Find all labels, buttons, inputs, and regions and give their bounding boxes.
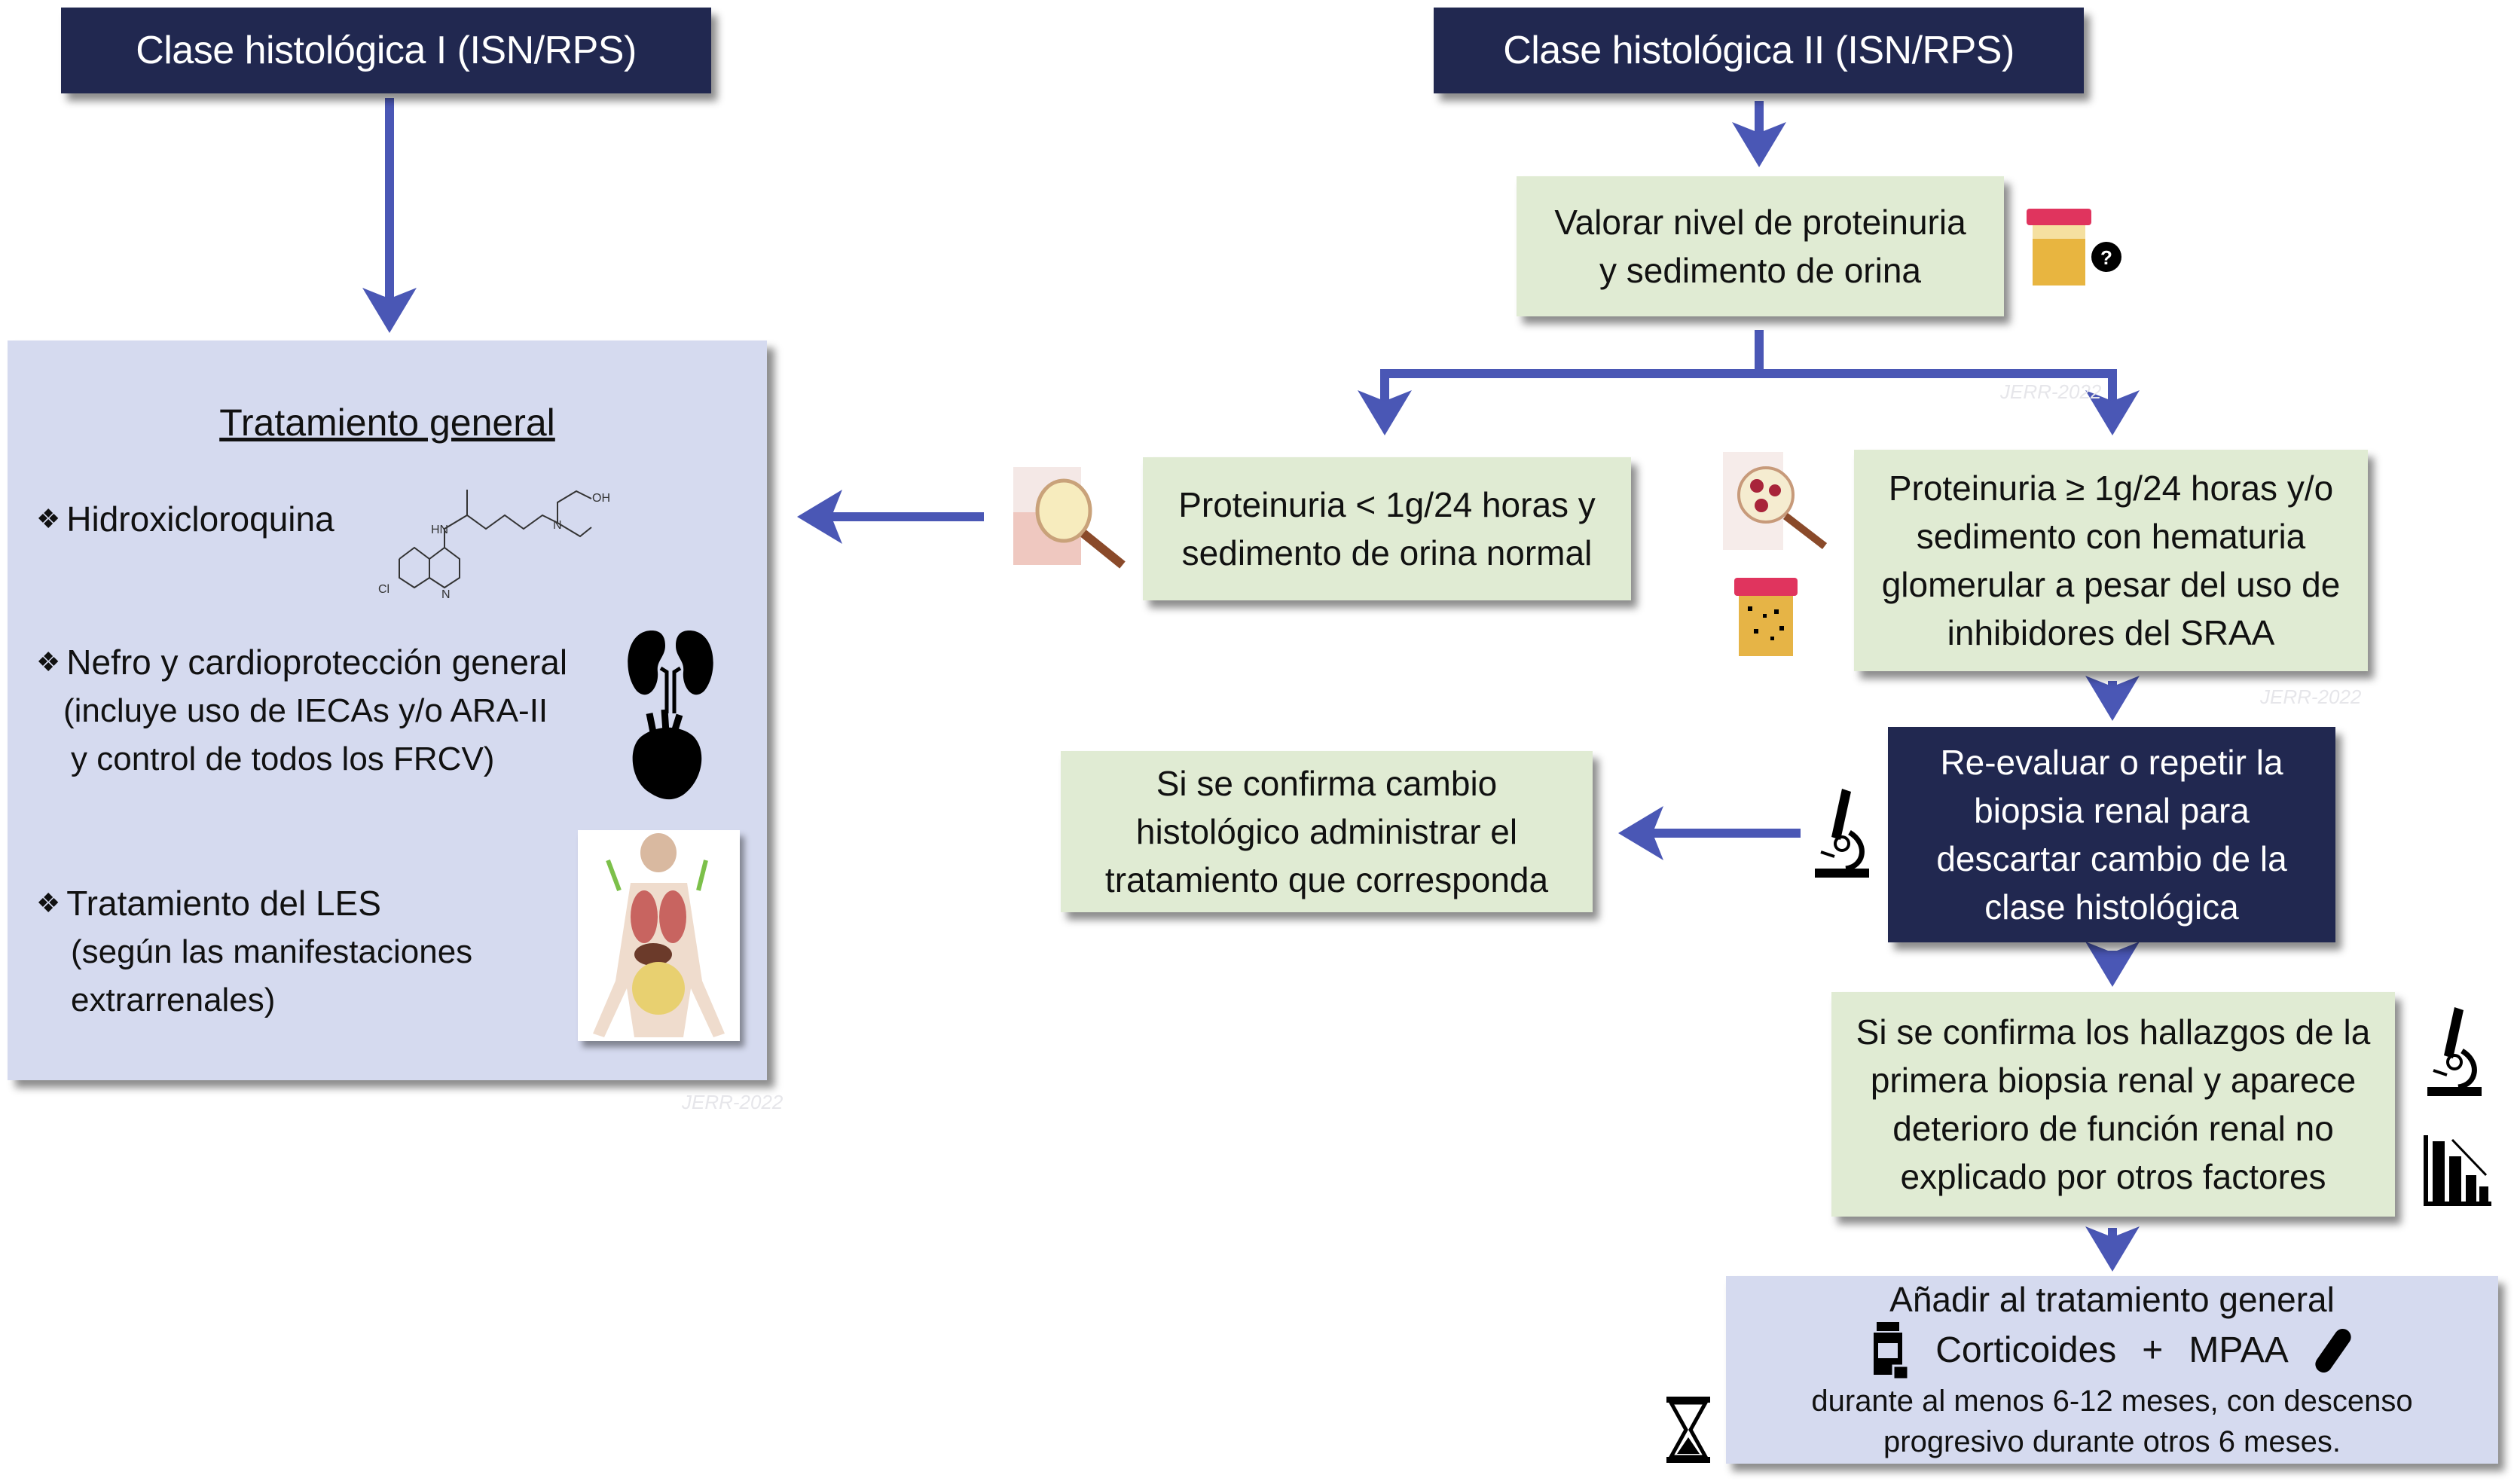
urine-magnifier-icon — [1013, 467, 1126, 569]
high-proteinuria-line-4: inhibidores del SRAA — [1947, 613, 2275, 652]
kidneys-icon — [628, 631, 713, 713]
svg-text:?: ? — [2100, 246, 2112, 269]
urine-sediment-cup-icon — [1734, 578, 1798, 656]
high-proteinuria-line-3: glomerular a pesar del uso de — [1881, 565, 2341, 604]
low-proteinuria-line-2: sedimento de orina normal — [1181, 533, 1593, 573]
class2-header-text: Clase histológica II (ISN/RPS) — [1503, 29, 2015, 72]
confirmed-line-2: primera biopsia renal y aparece — [1870, 1061, 2357, 1100]
bullet-les: ❖Tratamiento del LES — [36, 883, 381, 924]
molecule-n-label: N — [441, 588, 451, 601]
nephro-detail-2: y control de todos los FRCV) — [71, 740, 495, 777]
general-treatment-title: Tratamiento general — [219, 402, 555, 444]
declining-bar-chart-icon — [2424, 1135, 2491, 1206]
les-detail-1: (según las manifestaciones — [71, 933, 473, 970]
reevaluate-line-1: Re-evaluar o repetir la — [1940, 743, 2283, 782]
bullet-label: Tratamiento del LES — [66, 884, 381, 923]
high-proteinuria-line-2: sedimento con hematuria — [1916, 517, 2306, 556]
reevaluate-biopsy-box: Re-evaluar o repetir la biopsia renal pa… — [1888, 727, 2335, 942]
histologic-change-line-1: Si se confirma cambio — [1156, 764, 1498, 803]
molecule-oh-label: OH — [592, 492, 610, 505]
microscope-icon — [2427, 1007, 2482, 1096]
confirmed-findings-box: Si se confirma los hallazgos de la prime… — [1831, 992, 2395, 1217]
hourglass-icon — [1666, 1397, 1710, 1463]
nephro-detail-1: (incluye uso de IECAs y/o ARA-II — [63, 692, 548, 729]
watermark: JERR-2022 — [2260, 686, 2362, 708]
low-proteinuria-line-1: Proteinuria < 1g/24 horas y — [1178, 485, 1596, 524]
drug-corticoides: Corticoides — [1935, 1330, 2117, 1370]
hydroxychloroquine-molecule-icon: Cl N HN N OH — [378, 490, 610, 601]
class1-header: Clase histológica I (ISN/RPS) — [61, 8, 711, 93]
pill-bottle-icon — [1874, 1321, 1910, 1380]
bullet-diamond-icon: ❖ — [36, 503, 61, 534]
bullet-nephro-cardio: ❖Nefro y cardioprotección general — [36, 642, 567, 682]
high-proteinuria-line-1: Proteinuria ≥ 1g/24 horas y/o — [1888, 469, 2334, 508]
molecule-hn-label: HN — [431, 524, 448, 536]
assess-box: Valorar nivel de proteinuria y sedimento… — [1517, 176, 2004, 316]
reevaluate-line-3: descartar cambio de la — [1936, 839, 2287, 878]
reevaluate-line-2: biopsia renal para — [1974, 791, 2250, 830]
molecule-cl-label: Cl — [378, 583, 389, 596]
bullet-label: Hidroxicloroquina — [66, 499, 334, 539]
hematuria-magnifier-icon — [1723, 452, 1828, 550]
heart-icon — [632, 709, 702, 800]
watermark: JERR-2022 — [682, 1091, 784, 1113]
confirmed-line-4: explicado por otros factores — [1900, 1157, 2326, 1196]
reevaluate-line-4: clase histológica — [1984, 887, 2239, 927]
watermark: JERR-2022 — [2000, 380, 2102, 403]
plus-sign: + — [2142, 1330, 2164, 1370]
microscope-icon — [1815, 789, 1869, 878]
drug-mpaa: MPAA — [2189, 1330, 2289, 1370]
histologic-change-line-2: histológico administrar el — [1135, 812, 1518, 851]
assess-line-1: Valorar nivel de proteinuria — [1554, 203, 1966, 242]
bullet-label: Nefro y cardioprotección general — [66, 643, 568, 682]
human-anatomy-icon — [578, 830, 740, 1041]
confirmed-line-3: deterioro de función renal no — [1892, 1109, 2334, 1148]
low-proteinuria-box: Proteinuria < 1g/24 horas y sedimento de… — [1143, 457, 1631, 600]
urine-cup-question-icon: ? — [2027, 209, 2121, 286]
class2-header: Clase histológica II (ISN/RPS) — [1434, 8, 2084, 93]
high-proteinuria-box: Proteinuria ≥ 1g/24 horas y/o sedimento … — [1854, 450, 2368, 671]
add-treatment-box: Añadir al tratamiento general Corticoide… — [1726, 1276, 2498, 1464]
confirmed-line-1: Si se confirma los hallazgos de la — [1856, 1012, 2371, 1052]
bullet-diamond-icon: ❖ — [36, 887, 61, 918]
les-detail-2: extrarrenales) — [71, 982, 276, 1018]
class1-header-text: Clase histológica I (ISN/RPS) — [136, 29, 637, 72]
assess-line-2: y sedimento de orina — [1599, 251, 1922, 290]
add-treatment-line-1: Añadir al tratamiento general — [1889, 1279, 2335, 1319]
histologic-change-line-3: tratamiento que corresponda — [1104, 860, 1549, 899]
capsule-icon — [2315, 1328, 2351, 1373]
bullet-hydroxychloroquine: ❖Hidroxicloroquina — [36, 499, 334, 539]
drug-combination: Corticoides + MPAA — [1872, 1321, 2352, 1381]
branch-line — [1358, 330, 1764, 435]
histologic-change-box: Si se confirma cambio histológico admini… — [1061, 751, 1593, 912]
molecule-n2-label: N — [553, 519, 562, 532]
general-treatment-panel: Tratamiento general ❖Hidroxicloroquina C… — [8, 340, 767, 1080]
add-treatment-line-4: progresivo durante otros 6 meses. — [1883, 1424, 2341, 1458]
bullet-diamond-icon: ❖ — [36, 646, 61, 677]
add-treatment-line-3: durante al menos 6-12 meses, con descens… — [1811, 1384, 2413, 1418]
